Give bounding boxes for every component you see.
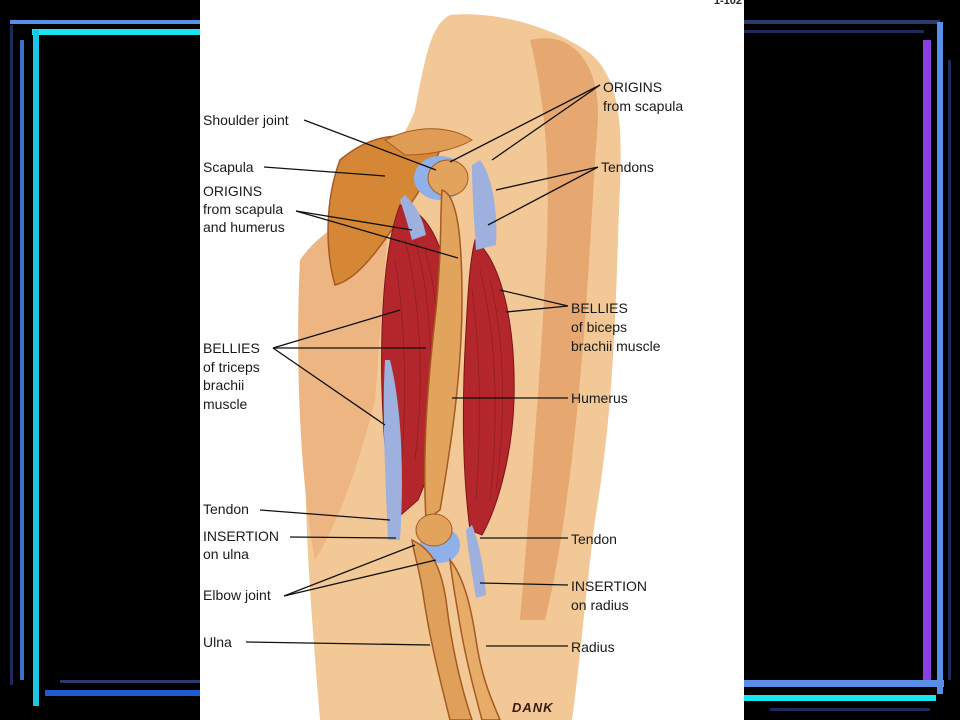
label-origins-line2: from scapula — [203, 201, 284, 217]
label-scapula: Scapula — [203, 159, 254, 175]
label-insertion-ulna-line2: on ulna — [203, 546, 249, 562]
frame-bar-bottom-left-dark — [60, 680, 200, 683]
skin-back — [520, 38, 599, 621]
frame-bar-top-cyan — [32, 29, 200, 35]
ulna-bone — [411, 538, 473, 720]
frame-bar-top-right-2 — [744, 30, 924, 33]
label-origins-line3: and humerus — [203, 219, 285, 235]
humerus-condyle — [415, 513, 453, 547]
biceps-origin-tendons — [472, 160, 497, 250]
triceps-tendon — [383, 360, 402, 540]
label-insertion-ulna-line1: INSERTION — [203, 528, 279, 544]
label-bellies-triceps-line1: BELLIES — [203, 340, 260, 356]
artist-signature: DANK — [512, 700, 554, 715]
label-bellies-biceps-line3: brachii muscle — [571, 338, 661, 354]
frame-bar-bottom-right-blue — [744, 680, 944, 687]
label-shoulder-joint: Shoulder joint — [203, 112, 289, 128]
frame-bar-right-purple — [923, 40, 931, 680]
label-tendon-left: Tendon — [203, 501, 249, 517]
label-elbow-joint: Elbow joint — [203, 587, 271, 603]
label-tendon-right: Tendon — [571, 531, 617, 547]
label-insertion-radius-line2: on radius — [571, 597, 629, 613]
arm-muscle-illustration — [245, 14, 621, 720]
frame-bar-bottom-right-cyan — [744, 695, 936, 701]
frame-bar-right-dark — [948, 60, 951, 680]
anatomy-figure-card: 1-102 Shoulder joint Scapula ORIGINS fro… — [200, 0, 744, 720]
label-bellies-triceps-line2: of triceps — [203, 359, 260, 375]
label-origins-line1: ORIGINS — [203, 183, 263, 199]
biceps-belly — [462, 239, 515, 536]
label-origins-scapula-line1: ORIGINS — [603, 79, 663, 95]
label-ulna: Ulna — [203, 634, 232, 650]
frame-bar-right-blue — [937, 22, 943, 694]
triceps-origin-tendon — [400, 195, 426, 240]
humerus-bone — [423, 189, 463, 522]
frame-bar-left-cyan — [33, 30, 39, 706]
label-tendons: Tendons — [601, 159, 654, 175]
frame-bar-left-dark — [10, 25, 13, 685]
leader-lines — [245, 84, 601, 647]
label-bellies-triceps-line4: muscle — [203, 396, 248, 412]
humeral-head — [427, 159, 469, 197]
acromion — [384, 128, 473, 156]
frame-bar-bottom-right-dark — [770, 708, 930, 711]
label-bellies-triceps-line3: brachii — [203, 377, 245, 393]
frame-bar-top-right — [744, 20, 940, 24]
frame-bar-bottom-left — [45, 690, 200, 696]
frame-bar-top-blue — [10, 20, 200, 24]
label-origins-scapula-line2: from scapula — [603, 98, 684, 114]
label-humerus: Humerus — [571, 390, 628, 406]
label-insertion-radius-line1: INSERTION — [571, 578, 647, 594]
label-radius: Radius — [571, 639, 615, 655]
label-bellies-biceps-line2: of biceps — [571, 319, 628, 335]
figure-number: 1-102 — [713, 0, 742, 7]
skin-shadow-left — [298, 200, 390, 560]
biceps-distal-tendon — [466, 525, 486, 598]
radius-bone — [449, 557, 501, 720]
frame-bar-left-blue — [20, 40, 24, 680]
label-bellies-biceps-line1: BELLIES — [571, 300, 628, 316]
